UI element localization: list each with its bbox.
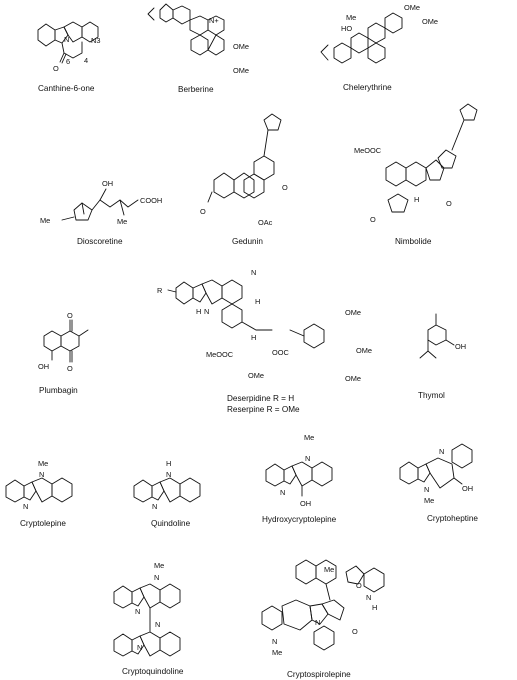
- atom-me-1: Me: [346, 13, 356, 22]
- atom-ome-6: OMe: [345, 308, 361, 317]
- atom-ome-3: OMe: [404, 3, 420, 12]
- atom-h-5: H: [166, 459, 171, 468]
- atom-six: 6: [66, 57, 70, 66]
- structure-cryptoheptine: [399, 443, 473, 489]
- label-gedunin: Gedunin: [232, 237, 263, 246]
- atom-me-3: Me: [117, 217, 127, 226]
- atom-o: O: [53, 64, 59, 73]
- structure-deserpidine-reserpine: [167, 279, 325, 349]
- atom-oh-1: OH: [102, 179, 113, 188]
- label-cryptoheptine: Cryptoheptine: [427, 514, 478, 523]
- label-plumbagin: Plumbagin: [39, 386, 78, 395]
- label-reserpine: Reserpine R = OMe: [227, 405, 300, 414]
- label-quindoline: Quindoline: [151, 519, 191, 528]
- atom-o-7: O: [67, 364, 73, 373]
- label-nimbolide: Nimbolide: [395, 237, 432, 246]
- atom-n-15: N: [137, 643, 142, 652]
- label-thymol: Thymol: [418, 391, 445, 400]
- label-cryptospirolepine: Cryptospirolepine: [287, 670, 351, 679]
- atom-ho: HO: [341, 24, 352, 33]
- structure-gedunin: [207, 113, 282, 203]
- atom-h-1: H: [414, 195, 419, 204]
- atom-nplus: N+: [209, 16, 219, 25]
- atom-h-6: H: [372, 603, 377, 612]
- structure-cryptolepine: [5, 477, 73, 503]
- atom-n3: N3: [91, 36, 100, 45]
- atom-o-3: O: [282, 183, 288, 192]
- atom-n-18: N: [315, 618, 320, 627]
- atom-meooc: MeOOC: [354, 146, 382, 155]
- label-cryptolepine: Cryptolepine: [20, 519, 66, 528]
- structure-thymol: [419, 313, 455, 359]
- atom-ome-1: OMe: [233, 42, 249, 51]
- atom-meooc-2: MeOOC: [206, 350, 234, 359]
- atom-o-4: O: [446, 199, 452, 208]
- atom-oh-5: OH: [462, 484, 473, 493]
- atom-n-14: N: [155, 620, 160, 629]
- atom-oac: OAc: [258, 218, 273, 227]
- atom-n-7: N: [152, 502, 157, 511]
- atom-n-13: N: [135, 607, 140, 616]
- atom-o-6: O: [67, 311, 73, 320]
- structure-cryptoquindoline: [113, 583, 181, 657]
- atom-n-11: N: [424, 485, 429, 494]
- atom-me-2: Me: [40, 216, 50, 225]
- atom-n-3: N: [251, 268, 256, 277]
- atom-ome-5: OMe: [248, 371, 264, 380]
- atom-me-4: Me: [38, 459, 48, 468]
- atom-o-5: O: [370, 215, 376, 224]
- atom-me-7: Me: [154, 561, 164, 570]
- atom-n-9: N: [280, 488, 285, 497]
- atom-oh-2: OH: [38, 362, 49, 371]
- atom-oh-4: OH: [300, 499, 311, 508]
- structure-plumbagin: [43, 319, 89, 363]
- label-dioscoretine: Dioscoretine: [77, 237, 123, 246]
- structure-dioscoretine: [61, 188, 139, 221]
- atom-n-17: N: [272, 637, 277, 646]
- atom-n-4: N: [39, 470, 44, 479]
- label-cryptoquindoline: Cryptoquindoline: [122, 667, 184, 676]
- atom-n-10: N: [439, 447, 444, 456]
- atom-n-6: N: [166, 470, 171, 479]
- structure-nimbolide: [385, 103, 478, 213]
- label-hydroxycryptolepine: Hydroxycryptolepine: [262, 515, 337, 524]
- atom-n-8: N: [305, 454, 310, 463]
- label-deserpidine: Deserpidine R = H: [227, 394, 294, 403]
- label-canthine-6-one: Canthine-6-one: [38, 84, 95, 93]
- atom-n: N: [64, 35, 69, 44]
- atom-h-3: H: [255, 297, 260, 306]
- atom-me-5: Me: [304, 433, 314, 442]
- structure-cryptospirolepine: [261, 559, 385, 651]
- atom-o-9: O: [352, 627, 358, 636]
- structure-hydroxycryptolepine: [265, 461, 333, 497]
- atom-h-4: H: [251, 333, 256, 342]
- atom-h-2: H: [196, 307, 201, 316]
- atom-oh-3: OH: [455, 342, 466, 351]
- atom-me-8: Me: [324, 565, 334, 574]
- atom-o-8: O: [356, 581, 362, 590]
- atom-ome-4: OMe: [422, 17, 438, 26]
- atom-four: 4: [84, 56, 88, 65]
- atom-r: R: [157, 286, 162, 295]
- atom-ooc: OOC: [272, 348, 289, 357]
- atom-ome-8: OMe: [345, 374, 361, 383]
- atom-ome-2: OMe: [233, 66, 249, 75]
- atom-me-6: Me: [424, 496, 434, 505]
- label-chelerythrine: Chelerythrine: [343, 83, 392, 92]
- atom-cooh: COOH: [140, 196, 162, 205]
- structure-quindoline: [133, 477, 201, 503]
- atom-me-9: Me: [272, 648, 282, 657]
- atom-n-5: N: [23, 502, 28, 511]
- label-berberine: Berberine: [178, 85, 214, 94]
- structure-chelerythrine: [320, 12, 403, 64]
- atom-n-2: N: [204, 307, 209, 316]
- atom-ome-7: OMe: [356, 346, 372, 355]
- atom-n-12: N: [154, 573, 159, 582]
- structure-berberine: [147, 3, 225, 56]
- atom-n-16: N: [366, 593, 371, 602]
- structure-canthine-6-one: [37, 21, 99, 64]
- atom-o-2: O: [200, 207, 206, 216]
